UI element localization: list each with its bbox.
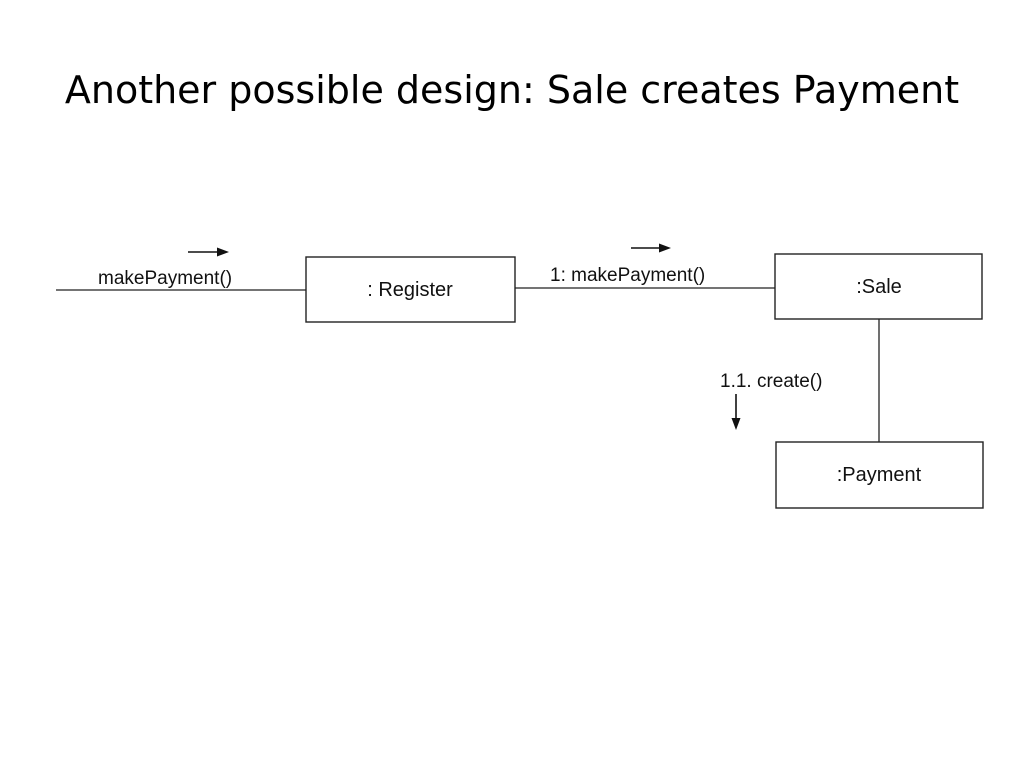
sale-object-label: :Sale [856,276,902,298]
payment-object-label: :Payment [837,464,922,486]
sale-object-box [774,253,983,320]
sale-payment-message-label: 1.1. create() [720,371,822,392]
incoming-arrow-icon [188,247,229,257]
incoming-message-label: makePayment() [98,268,232,289]
register-sale-message-label: 1: makePayment() [550,265,705,286]
register-object-label: : Register [367,279,453,301]
register-sale-arrow-icon [631,243,671,253]
sale-payment-arrow-icon [731,394,741,430]
payment-object-box [775,441,984,509]
register-object-box [305,256,516,323]
slide-title: Another possible design: Sale creates Pa… [64,68,960,112]
